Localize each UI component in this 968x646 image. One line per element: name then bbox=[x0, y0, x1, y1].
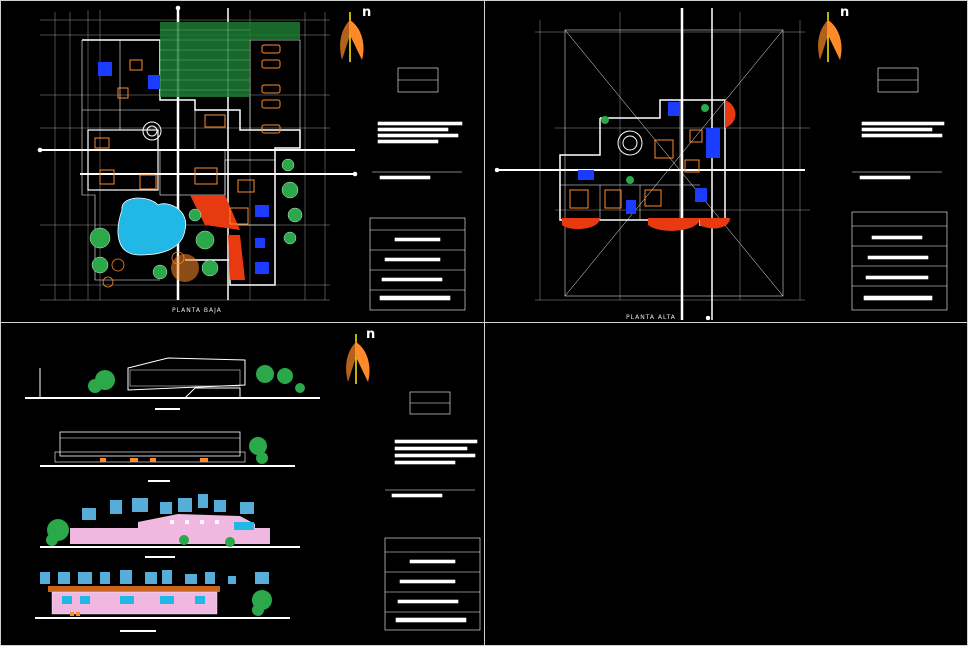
upper-furniture bbox=[569, 129, 703, 209]
ground-bathrooms bbox=[98, 62, 269, 274]
title-block-3 bbox=[384, 391, 481, 631]
ground-outdoor-furniture bbox=[102, 251, 185, 288]
upper-plants bbox=[601, 104, 709, 184]
ground-pool bbox=[117, 197, 187, 256]
ground-terraces bbox=[171, 195, 245, 282]
upper-floor-plan bbox=[494, 8, 810, 321]
ground-parked-cars bbox=[261, 44, 281, 134]
upper-terraces bbox=[562, 100, 736, 231]
elevation-3 bbox=[40, 494, 300, 558]
empty-sheet bbox=[484, 322, 968, 646]
ground-trees bbox=[89, 158, 303, 280]
north-label-2: n bbox=[840, 5, 851, 20]
upper-floor-label: PLANTA ALTA bbox=[626, 314, 676, 321]
north-label-3: n bbox=[366, 327, 377, 342]
north-label-1: n bbox=[362, 5, 373, 20]
elevation-1 bbox=[25, 357, 320, 410]
title-block-2 bbox=[851, 67, 948, 311]
ground-floor-label: PLANTA BAJA bbox=[172, 307, 222, 314]
north-arrow-3 bbox=[346, 334, 370, 384]
elevation-2 bbox=[40, 431, 295, 482]
elevation-4 bbox=[35, 570, 290, 632]
upper-floor-sheet bbox=[484, 0, 968, 323]
upper-bathrooms bbox=[578, 102, 720, 214]
ground-garden bbox=[160, 22, 300, 97]
north-arrow-1 bbox=[340, 12, 364, 62]
ground-furniture bbox=[94, 59, 255, 225]
north-arrow-2 bbox=[818, 12, 842, 62]
title-block-1 bbox=[369, 67, 466, 311]
